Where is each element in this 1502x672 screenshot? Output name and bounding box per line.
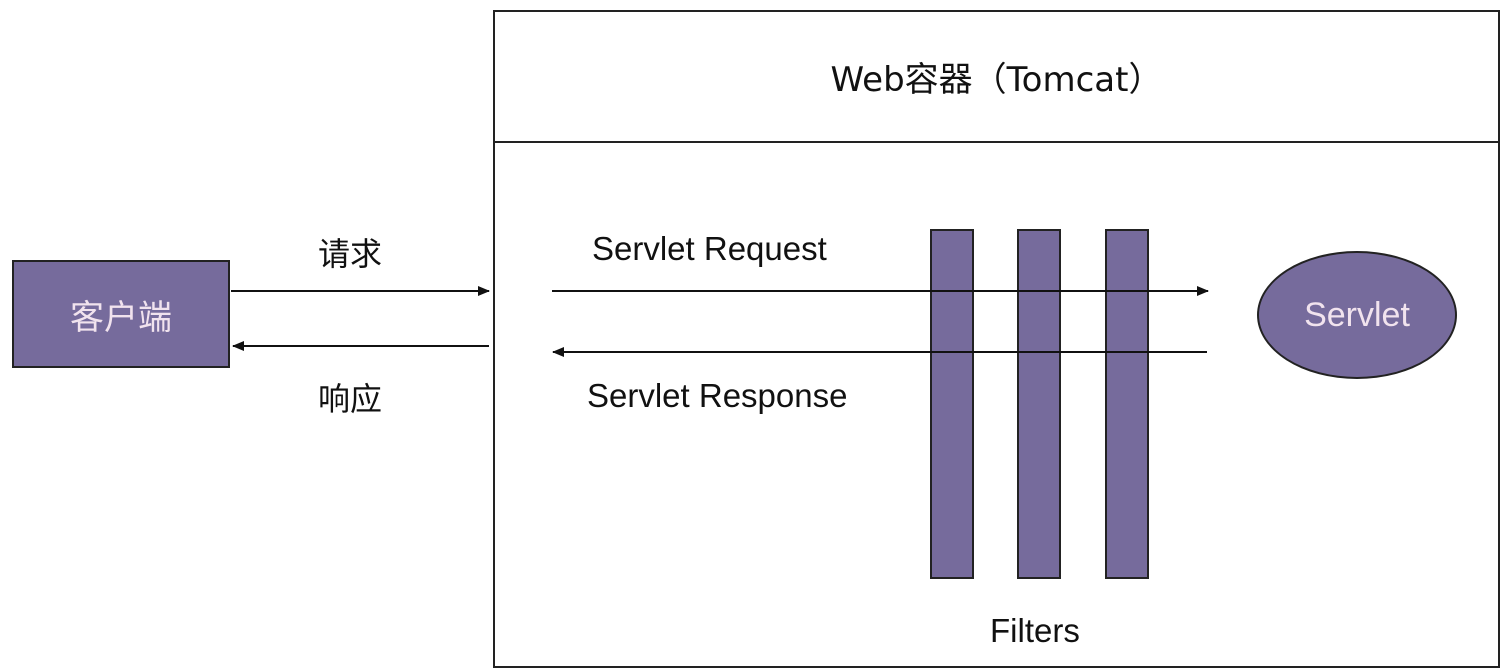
- filters-label: Filters: [990, 612, 1080, 649]
- servlet-response-label: Servlet Response: [587, 377, 848, 414]
- servlet-request-label: Servlet Request: [592, 230, 827, 267]
- filter-bar-2: [1017, 229, 1061, 579]
- filter-bar-1: [930, 229, 974, 579]
- client-label: 客户端: [70, 297, 172, 338]
- container-title: Web容器（Tomcat）: [830, 60, 1163, 100]
- servlet-label: Servlet: [1304, 295, 1410, 334]
- request-label: 请求: [318, 235, 383, 273]
- container-header: Web容器（Tomcat）: [495, 12, 1498, 143]
- client-node: 客户端: [12, 260, 230, 368]
- web-container: Web容器（Tomcat）: [493, 10, 1500, 668]
- servlet-node: Servlet: [1257, 251, 1457, 379]
- response-label: 响应: [318, 380, 383, 418]
- filter-bar-3: [1105, 229, 1149, 579]
